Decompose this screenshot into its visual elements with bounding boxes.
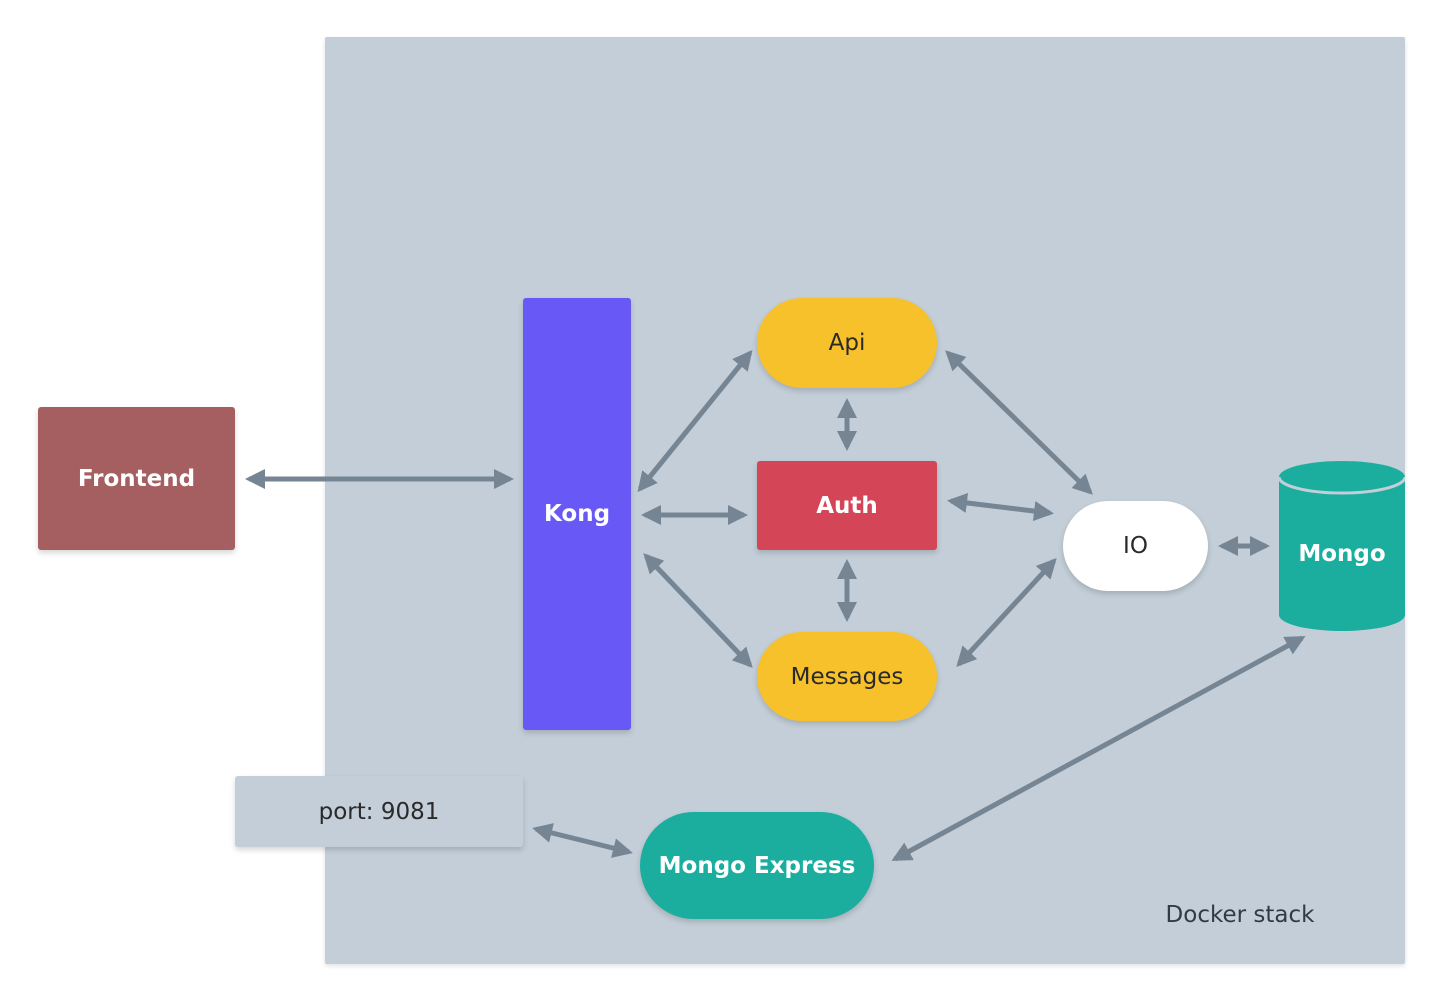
kong-node: Kong: [523, 298, 631, 730]
mongo-label: Mongo: [1298, 541, 1386, 567]
auth-node: Auth: [757, 461, 937, 550]
port-label: port: 9081: [318, 798, 440, 825]
frontend-label: Frontend: [77, 465, 196, 492]
auth-label: Auth: [816, 492, 878, 519]
io-node: IO: [1063, 501, 1208, 591]
mongo-database-node: Mongo: [1279, 461, 1405, 631]
database-cylinder-icon: [1279, 461, 1405, 631]
messages-label: Messages: [790, 663, 904, 690]
api-node: Api: [757, 298, 937, 388]
messages-node: Messages: [757, 632, 937, 721]
io-label: IO: [1123, 533, 1148, 559]
port-node: port: 9081: [235, 776, 523, 847]
api-label: Api: [828, 330, 866, 356]
mongo-express-label: Mongo Express: [658, 852, 856, 879]
frontend-node: Frontend: [38, 407, 235, 550]
mongo-express-node: Mongo Express: [640, 812, 874, 919]
docker-stack-label: Docker stack: [1165, 902, 1315, 928]
kong-label: Kong: [543, 501, 611, 527]
